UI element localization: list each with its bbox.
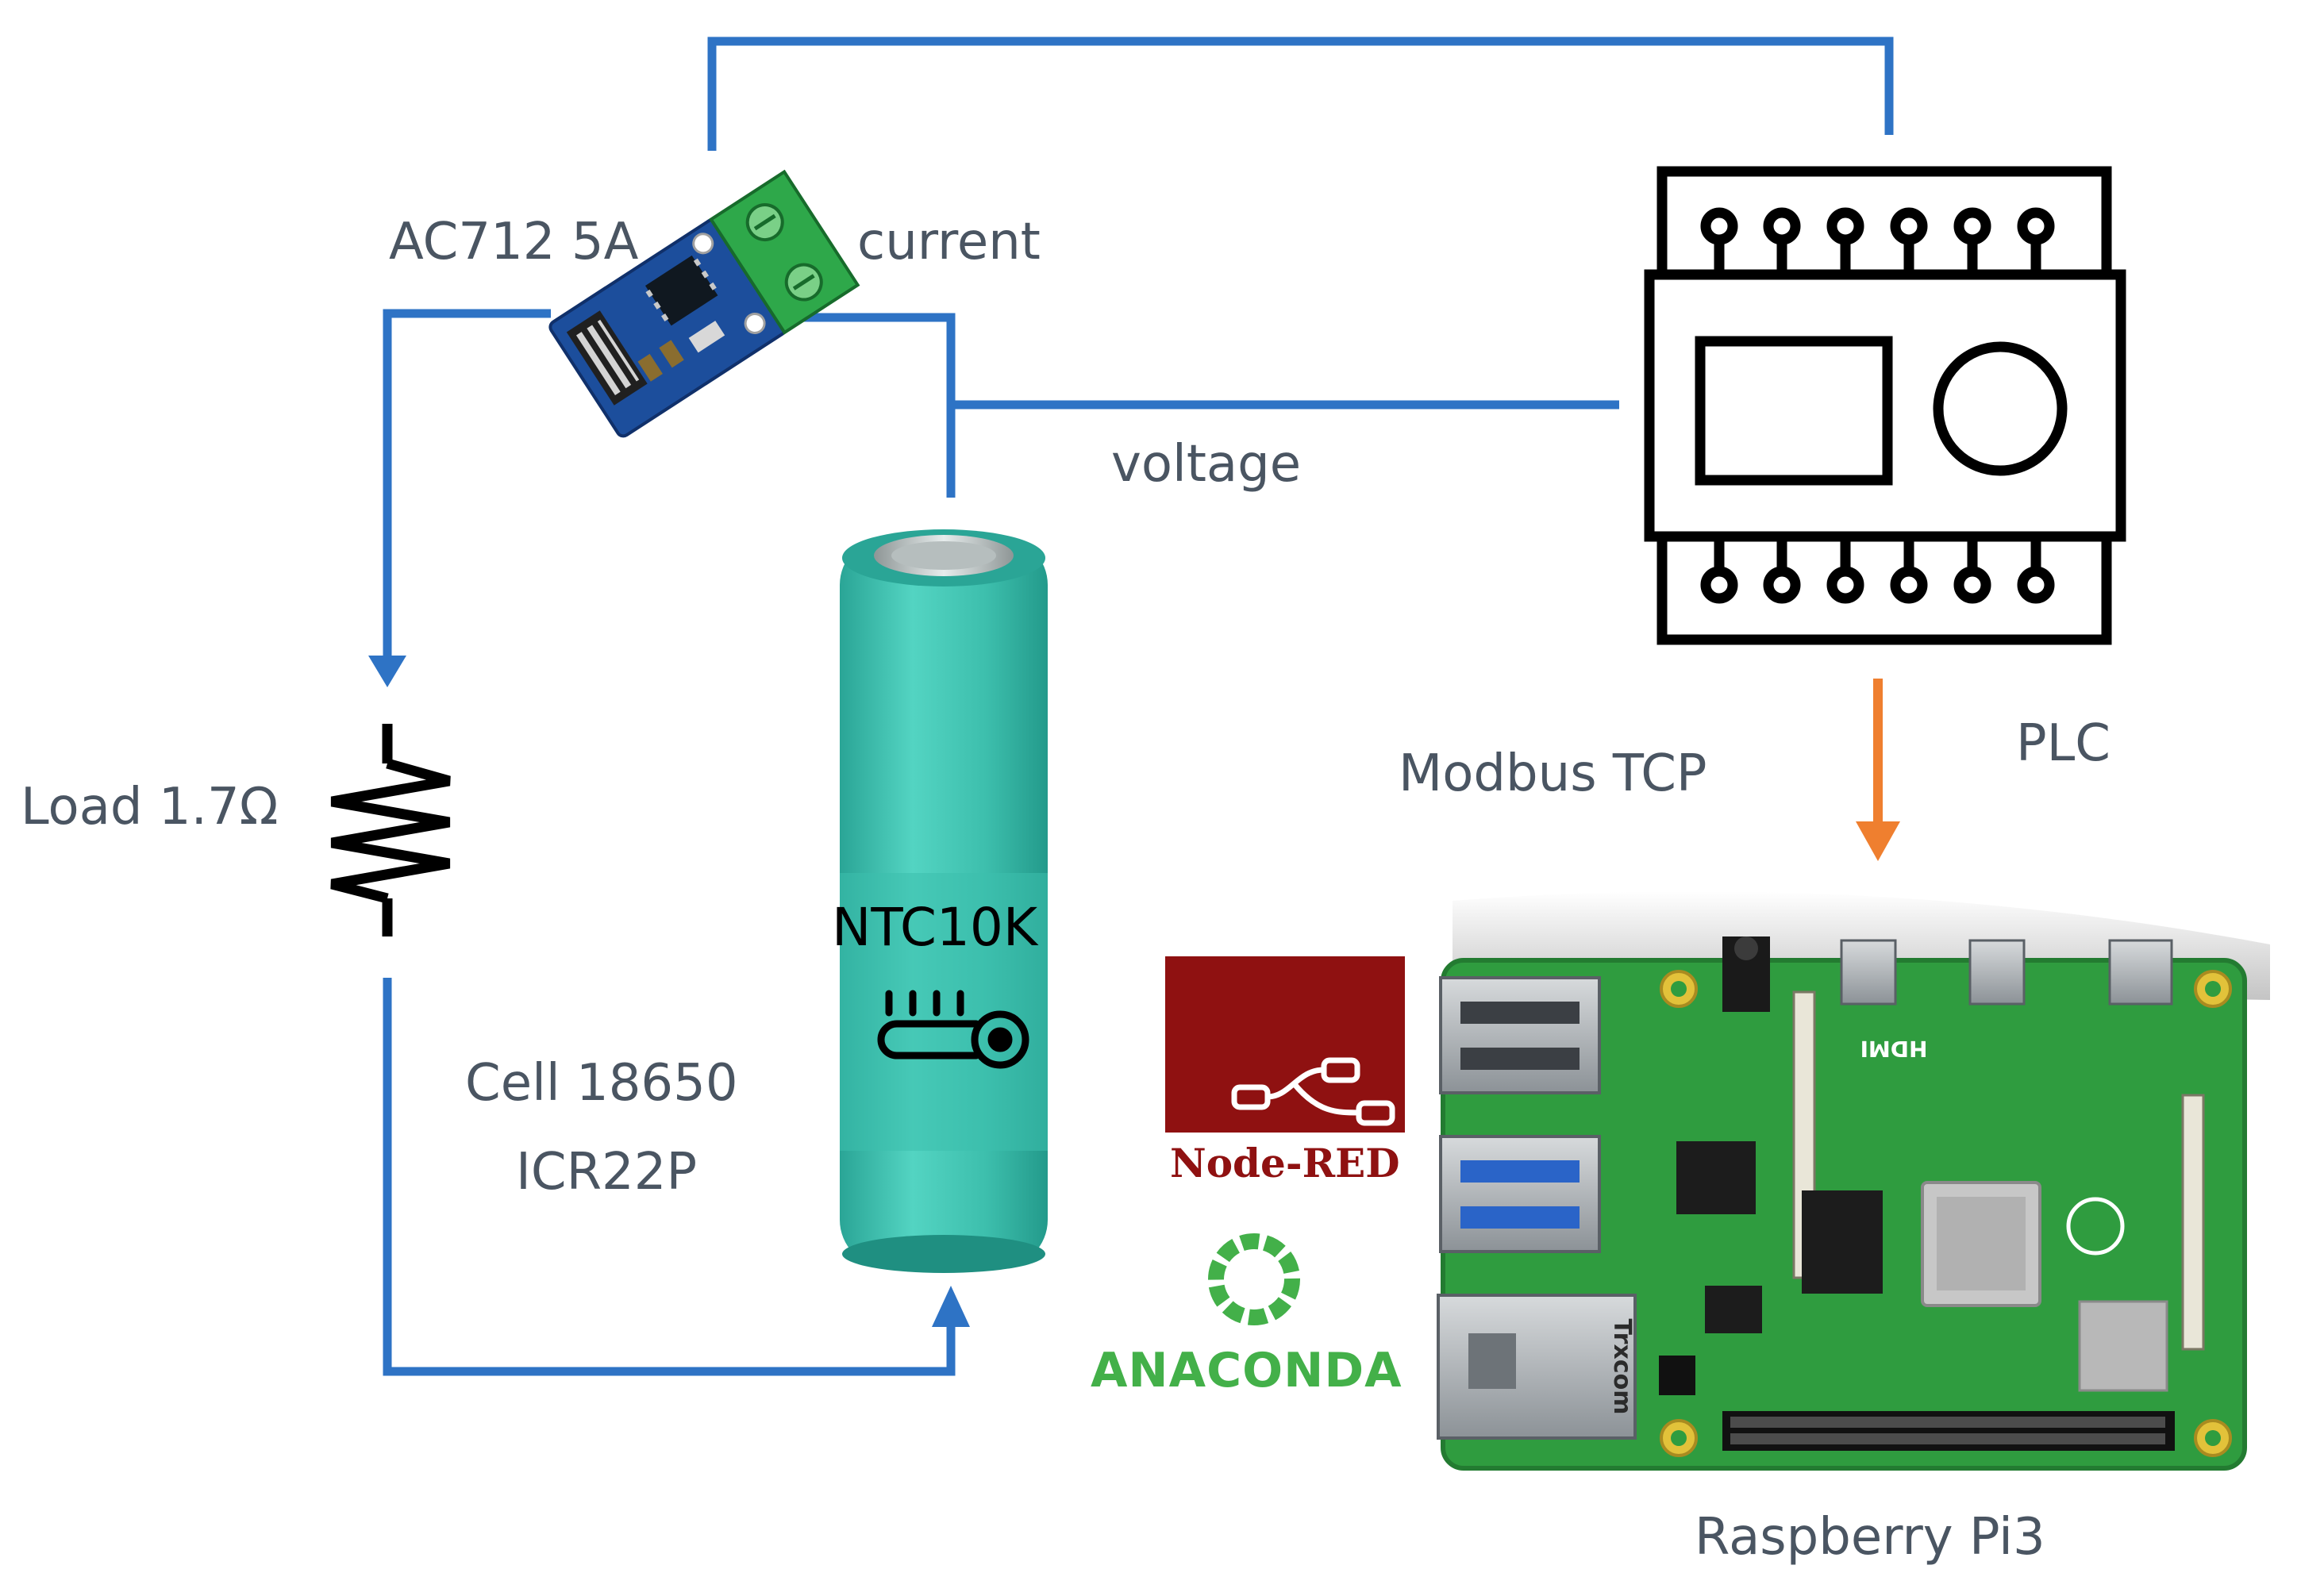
wire-sensor-to-load (383, 309, 551, 656)
raspberry-pi-board-icon: HDMI Trxcom (1437, 891, 2270, 1471)
thermometer-icon (877, 990, 1029, 1069)
board-hdmi-text: HDMI (1860, 1036, 1928, 1062)
arrow-up-to-battery (932, 1286, 970, 1327)
logo-nodered-text: Node-RED (1170, 1140, 1400, 1186)
label-voltage: voltage (1111, 435, 1302, 494)
arrow-down-to-load (368, 656, 406, 687)
anaconda-logo (1208, 1233, 1300, 1325)
logo-anaconda-text: ANACONDA (1091, 1343, 1403, 1398)
label-rpi: Raspberry Pi3 (1695, 1508, 2045, 1567)
label-load: Load 1.7Ω (21, 778, 279, 836)
wire-sensor-to-plc-top (707, 37, 1894, 151)
label-cell-line1: Cell 18650 (465, 1054, 738, 1113)
wire-load-to-battery (383, 978, 956, 1376)
label-modbus: Modbus TCP (1399, 744, 1707, 803)
nodered-logo (1165, 956, 1405, 1133)
label-sensor: AC712 5A (389, 213, 639, 271)
label-ntc: NTC10K (832, 897, 1038, 958)
resistor-icon (330, 724, 451, 936)
modbus-arrow (1856, 679, 1900, 861)
plc-module-icon (1644, 166, 2126, 645)
battery-cell-icon (840, 529, 1048, 1273)
label-plc: PLC (2016, 714, 2111, 773)
label-current: current (857, 213, 1041, 271)
current-sensor-module-icon (548, 169, 860, 438)
board-trxcom-text: Trxcom (1608, 1319, 1636, 1415)
label-cell-line2: ICR22P (516, 1143, 698, 1202)
